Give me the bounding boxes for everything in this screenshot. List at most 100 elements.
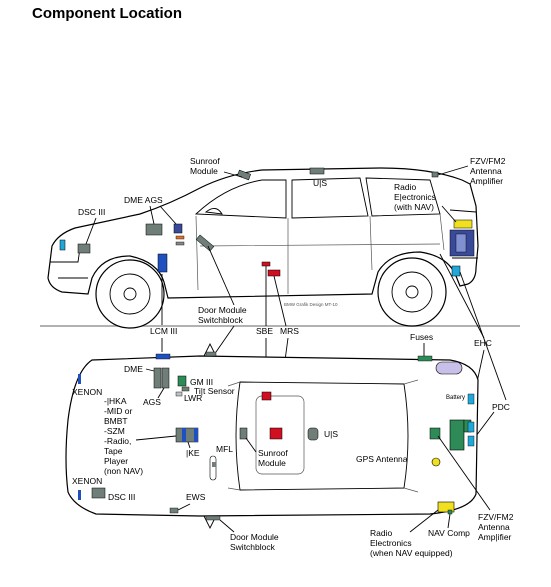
dme-top-leader xyxy=(145,368,155,372)
credit-text: BMW Grafik Design MT-10 xyxy=(284,302,338,307)
pdc-marker-c xyxy=(467,435,475,447)
nav-comp-label: NAV Comp xyxy=(428,528,470,538)
ike-leader xyxy=(187,441,191,449)
sunroof-outline xyxy=(255,395,305,475)
mfl-marker xyxy=(209,455,217,481)
sbe-marker-top xyxy=(261,391,272,401)
radio-bottom-line2: Electronics xyxy=(370,538,412,548)
door-switch-marker-top xyxy=(205,351,217,357)
radio-top-line1: Radio xyxy=(394,182,416,192)
door-module-bottom-line1: Door Module xyxy=(230,532,279,542)
top-components xyxy=(78,351,475,521)
pdc-marker-side xyxy=(451,265,461,277)
tilt-sensor-label: Ti|t Sensor xyxy=(194,386,235,396)
ihka-stack-blue xyxy=(182,428,186,442)
side-mirror xyxy=(204,208,223,215)
ews-label: EWS xyxy=(186,492,206,502)
xenon-front-marker xyxy=(78,374,81,384)
fzv-bottom-line2: Antenna xyxy=(478,522,510,532)
fzv-bottom-line3: Amp|ifier xyxy=(478,532,512,542)
green-rear-marker xyxy=(429,427,441,440)
ihka-leader xyxy=(135,435,177,441)
ihka-item-6: Tape xyxy=(104,446,123,456)
ehc-marker xyxy=(435,361,463,375)
dsc-label-side: DSC III xyxy=(78,207,105,217)
front-wheel-hub xyxy=(123,287,137,301)
dme-marker-side xyxy=(145,223,163,236)
sunroof-label-line2: Module xyxy=(190,166,218,176)
sunroof-module-marker xyxy=(237,169,251,181)
ihka-item-7: Player xyxy=(104,456,128,466)
radio-top-line3: (with NAV) xyxy=(394,202,434,212)
fzv-bottom-leader xyxy=(437,435,491,511)
side-components xyxy=(59,167,475,277)
door-module-bottom-line2: Switchblock xyxy=(230,542,276,552)
ags-leader-side xyxy=(159,205,177,225)
sunroof-module-top-marker xyxy=(239,427,248,440)
gps-antenna-label: GPS Antenna xyxy=(356,454,408,464)
ihka-item-8: (non NAV) xyxy=(104,466,143,476)
ehc-leader-up xyxy=(439,253,485,339)
sunroof-top-leader xyxy=(245,437,257,453)
fzv-top-line2: Antenna xyxy=(470,166,502,176)
rear-tail xyxy=(449,209,478,259)
radio-electronics-marker-bottom xyxy=(437,501,455,513)
sunroof-top-line2: Module xyxy=(258,458,286,468)
page-title: Component Location xyxy=(32,5,182,22)
fzv-marker-top xyxy=(431,171,439,178)
ihka-item-3: BMBT xyxy=(104,416,128,426)
door-module-top-view-leader xyxy=(215,325,235,353)
dme-ags-label: DME AGS xyxy=(124,195,163,205)
uis-label-side: U|S xyxy=(313,178,327,188)
ike-label: |KE xyxy=(186,448,200,458)
lcm-label: LCM III xyxy=(150,326,177,336)
side-door-lines xyxy=(195,213,445,294)
mrs-marker-side xyxy=(267,269,281,277)
pdc-marker-b xyxy=(467,421,475,433)
ags-marker-top xyxy=(161,367,170,389)
radio-top-leader xyxy=(441,205,457,223)
fzv-top-leader xyxy=(437,165,469,176)
ags-top-leader xyxy=(157,387,165,399)
front-wheel xyxy=(95,259,165,329)
front-wheel-rim xyxy=(109,273,151,315)
ihka-item-5: -Radio, xyxy=(104,436,131,446)
radio-bottom-line1: Radio xyxy=(370,528,392,538)
rear-wheel xyxy=(377,257,447,327)
pdc-marker-a xyxy=(467,393,475,405)
tilt-marker-top xyxy=(181,386,190,392)
fuses-marker xyxy=(417,355,433,362)
mrs-leader-up xyxy=(273,275,287,327)
uis-marker-top-view xyxy=(307,427,319,441)
door-module-top-line2: Switchblock xyxy=(198,315,244,325)
dsc-label-top: DSC III xyxy=(108,492,135,502)
lwr-marker-top xyxy=(175,391,183,397)
battery-label: Battery xyxy=(446,395,465,401)
side-body-outline xyxy=(47,167,479,299)
fzv-top-line1: FZV/FM2 xyxy=(470,156,506,166)
fuses-label: Fuses xyxy=(410,332,433,342)
door-module-top-line1: Door Module xyxy=(198,305,247,315)
orange-marker-side xyxy=(175,235,185,240)
ews-marker xyxy=(169,507,179,514)
ihka-item-4: -SZM xyxy=(104,426,125,436)
sunroof-top-line1: Sunroof xyxy=(258,448,288,458)
mrs-marker-top xyxy=(269,427,283,440)
xenon-rear-label: XENON xyxy=(72,476,102,486)
mrs-label: MRS xyxy=(280,326,299,336)
nav-comp-leader xyxy=(447,513,451,529)
top-labels: XENON DME AGS GM III Ti|t Sensor LWR -|H… xyxy=(72,325,514,558)
door-module-marker-side xyxy=(195,234,215,252)
dsc-marker-top xyxy=(91,487,106,499)
sunroof-label-line1: Sunroof xyxy=(190,156,220,166)
sunroof-leader xyxy=(223,171,243,178)
gray-small-marker-side xyxy=(175,241,185,246)
xenon-rear-marker xyxy=(78,490,81,500)
sbe-marker-side xyxy=(261,261,271,267)
battery-marker xyxy=(449,419,465,451)
pdc-leader-up xyxy=(459,271,507,401)
dme-marker-top xyxy=(153,367,162,389)
uis-label-top: U|S xyxy=(324,429,338,439)
rear-wheel-hub xyxy=(405,285,419,299)
xenon-marker-side xyxy=(59,239,66,251)
